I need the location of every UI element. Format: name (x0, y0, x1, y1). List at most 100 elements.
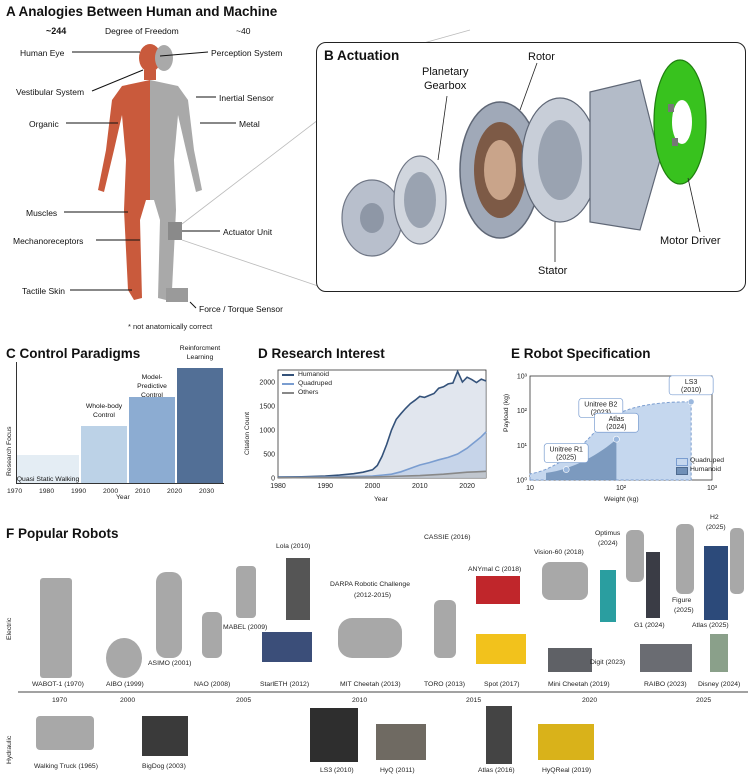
d-ytick-500: 500 (263, 452, 275, 459)
robot-darpa-years: (2012-2015) (354, 592, 392, 599)
paradigm-label-2: Whole-body Control (85, 403, 123, 419)
g1-photo (646, 552, 660, 618)
e-ytick-1: 10⁰ (516, 477, 527, 485)
year-2010: 2010 (352, 697, 368, 704)
robot-atlas-2016: Atlas (2016) (478, 767, 515, 774)
disney-photo (710, 634, 728, 672)
toro-silhouette (434, 600, 456, 658)
d-area-others (278, 471, 486, 478)
e-label-name-1-1: Atlas (609, 416, 625, 423)
dof-human-value: ~244 (46, 26, 67, 36)
robot-mabel: MABEL (2009) (223, 624, 268, 631)
robot-wabot: WABOT-1 (1970) (32, 681, 84, 688)
e-ytick-100: 10² (517, 408, 528, 415)
c-tick-1970: 1970 (7, 488, 23, 495)
robot-h2-year: (2025) (706, 524, 726, 531)
e-label-year-1-1: (2024) (606, 424, 626, 431)
year-2025: 2025 (696, 697, 712, 704)
panel-a-title: A Analogies Between Human and Machine (6, 4, 278, 19)
atlas-2016-photo (486, 706, 512, 764)
raibo-photo (640, 644, 692, 672)
label-rotor: Rotor (528, 51, 555, 63)
robot-anymal: ANYmal C (2018) (468, 566, 522, 573)
d-xtick-2010: 2010 (412, 483, 428, 490)
human-figure (98, 44, 202, 302)
asimo-silhouette (156, 572, 182, 658)
robot-optimus-year: (2024) (598, 540, 618, 547)
planetary-gearbox (393, 155, 447, 245)
c-tick-2030: 2030 (199, 488, 215, 495)
ls3-photo (310, 708, 358, 762)
e-label-year-0-1: (2010) (681, 387, 701, 394)
dof-label: Degree of Freedom (105, 26, 179, 36)
d-xtick-2020: 2020 (459, 483, 475, 490)
c-tick-2000: 2000 (103, 488, 119, 495)
c-tick-2020: 2020 (167, 488, 183, 495)
robot-darpa: DARPA Robotic Challenge (330, 581, 410, 588)
robot-lola: Lola (2010) (276, 543, 311, 550)
robot-starleth: StarlETH (2012) (260, 681, 310, 688)
electric-robot-photos (262, 546, 728, 672)
robot-aibo: AIBO (1999) (106, 681, 144, 688)
legend-e-quadruped: Quadruped (676, 456, 725, 466)
panel-d-title: D Research Interest (258, 346, 385, 361)
spot-photo (476, 634, 526, 664)
e-label-name-1-0: Unitree R1 (549, 447, 583, 454)
hyqreal-photo (538, 724, 594, 760)
robot-spot: Spot (2017) (484, 681, 520, 688)
label-gearbox: Gearbox (424, 80, 467, 92)
rotor (459, 101, 541, 239)
e-ytick-1000: 10³ (517, 374, 528, 381)
robot-hyqreal: HyQReal (2019) (542, 767, 592, 774)
robot-disney: Disney (2024) (698, 681, 741, 688)
bigdog-photo (142, 716, 188, 756)
hyq-photo (376, 724, 426, 760)
figure-silhouette (676, 524, 694, 594)
paradigm-label-3: Model-Predictive Control (137, 374, 167, 399)
dof-machine-value: ~40 (236, 26, 251, 36)
d-area-quadruped (278, 431, 486, 478)
e-label-box-1-1 (594, 412, 639, 433)
mini-cheetah-photo (548, 648, 592, 672)
e-xtick-100: 10² (616, 485, 627, 492)
e-ytick-10: 10¹ (517, 443, 528, 450)
c-tick-2010: 2010 (135, 488, 151, 495)
legend-e-humanoid: Humanoid (676, 465, 724, 475)
robot-optimus: Optimus (595, 530, 621, 537)
legend-others-label: Others (298, 389, 319, 396)
robot-figure: Figure (672, 597, 692, 604)
paradigm-label-4: Reinforcment Learning (179, 345, 221, 361)
digit-photo (600, 570, 616, 622)
d-line-quadruped (277, 431, 487, 479)
robot-cassie: CASSIE (2016) (424, 534, 471, 541)
housing (589, 79, 661, 231)
label-inertial: Inertial Sensor (219, 93, 274, 103)
panel-c-title: C Control Paradigms (6, 346, 141, 361)
d-line-others (277, 470, 487, 479)
e-label-name-0-0: Unitree B2 (584, 401, 617, 408)
h2-silhouette (730, 528, 744, 594)
label-actuator-unit: Actuator Unit (223, 227, 273, 237)
legend-quadruped: Quadruped (282, 379, 332, 388)
label-planetary: Planetary (422, 66, 469, 78)
label-metal: Metal (239, 119, 260, 129)
c-x-axis (16, 483, 224, 484)
legend-humanoid: Humanoid (282, 370, 332, 379)
panel-e-xlabel: Weight (kg) (604, 496, 639, 503)
label-vestibular: Vestibular System (16, 87, 85, 97)
e-point-0-1 (687, 398, 695, 406)
paradigm-label-1: Quasi Static Walking (16, 476, 80, 483)
year-2005: 2005 (236, 697, 252, 704)
e-label-name-0-1: LS3 (685, 379, 698, 386)
optimus-silhouette (626, 530, 644, 582)
label-human-eye: Human Eye (20, 48, 65, 58)
wabot-silhouette (40, 578, 72, 678)
robot-nao: NAO (2008) (194, 681, 231, 688)
starleth-photo (262, 632, 312, 662)
paradigm-bar-4 (177, 368, 223, 483)
legend-e-quadruped-label: Quadruped (690, 457, 725, 464)
panel-a-footnote: * not anatomically correct (128, 322, 213, 331)
walking-truck-silhouette (36, 716, 94, 750)
